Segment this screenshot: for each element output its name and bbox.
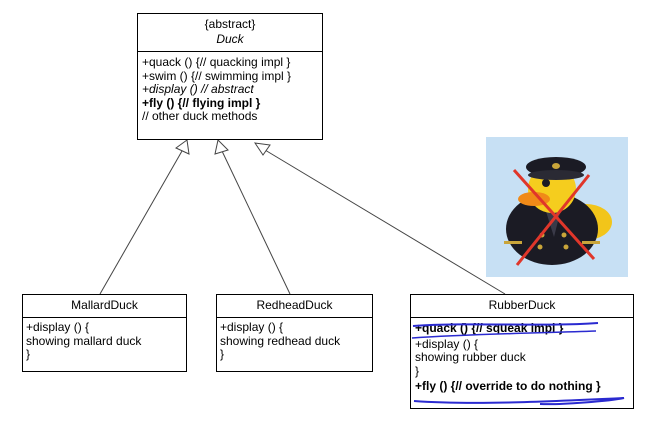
redhead-class-box: RedheadDuck +display () { showing redhea… <box>216 294 373 372</box>
mallard-method-body: showing mallard duck <box>26 333 142 348</box>
rubber-inheritance-line <box>264 149 506 295</box>
mallard-class-name: MallardDuck <box>23 295 186 318</box>
mallard-method-close: } <box>26 347 31 361</box>
rubber-duck-pilot-crossed-out-icon <box>486 137 628 277</box>
duck-method-display: +display () // abstract <box>142 82 254 96</box>
rubber-class-name: RubberDuck <box>411 295 633 318</box>
duck-stereotype: {abstract} <box>204 17 256 31</box>
duck-other-methods: // other duck methods <box>142 109 258 123</box>
rubber-class-box: RubberDuck +quack () {// squeak impl } +… <box>410 294 634 409</box>
mallard-class-box: MallardDuck +display () { showing mallar… <box>22 294 187 372</box>
redhead-methods: +display () { showing redhead duck } <box>217 318 372 362</box>
duck-method-swim: +swim () {// swimming impl } <box>142 68 292 83</box>
duck-method-fly: +fly () {// flying impl } <box>142 95 261 110</box>
mallard-arrowhead <box>175 139 190 155</box>
rubber-arrowhead <box>253 142 271 156</box>
quack-underline-mark <box>411 330 597 339</box>
quack-strikethrough-mark <box>412 322 599 327</box>
duck-methods: +quack () {// quacking impl } +swim () {… <box>138 52 322 124</box>
duck-class-box: {abstract} Duck +quack () {// quacking i… <box>137 13 323 140</box>
duck-class-name: Duck <box>216 32 244 46</box>
redhead-method-body: showing redhead duck <box>220 333 341 348</box>
redhead-method-display: +display () { <box>220 320 284 334</box>
mallard-inheritance-line <box>99 150 183 295</box>
rubber-method-fly: +fly () {// override to do nothing } <box>415 379 601 393</box>
rubber-method-body: showing rubber duck <box>415 350 526 364</box>
redhead-class-name: RedheadDuck <box>217 295 372 318</box>
redhead-inheritance-line <box>221 150 291 295</box>
rubber-method-display: +display () { <box>415 336 479 351</box>
fly-underline-mark <box>413 397 625 406</box>
duck-class-header: {abstract} Duck <box>138 14 322 52</box>
mallard-methods: +display () { showing mallard duck } <box>23 318 186 362</box>
mallard-method-display: +display () { <box>26 320 90 334</box>
rubber-method-close: } <box>415 363 420 378</box>
redhead-arrowhead <box>214 138 229 155</box>
rubber-methods: +quack () {// squeak impl } +display () … <box>411 318 633 394</box>
duck-method-quack: +quack () {// quacking impl } <box>142 55 291 69</box>
redhead-method-close: } <box>220 347 225 361</box>
